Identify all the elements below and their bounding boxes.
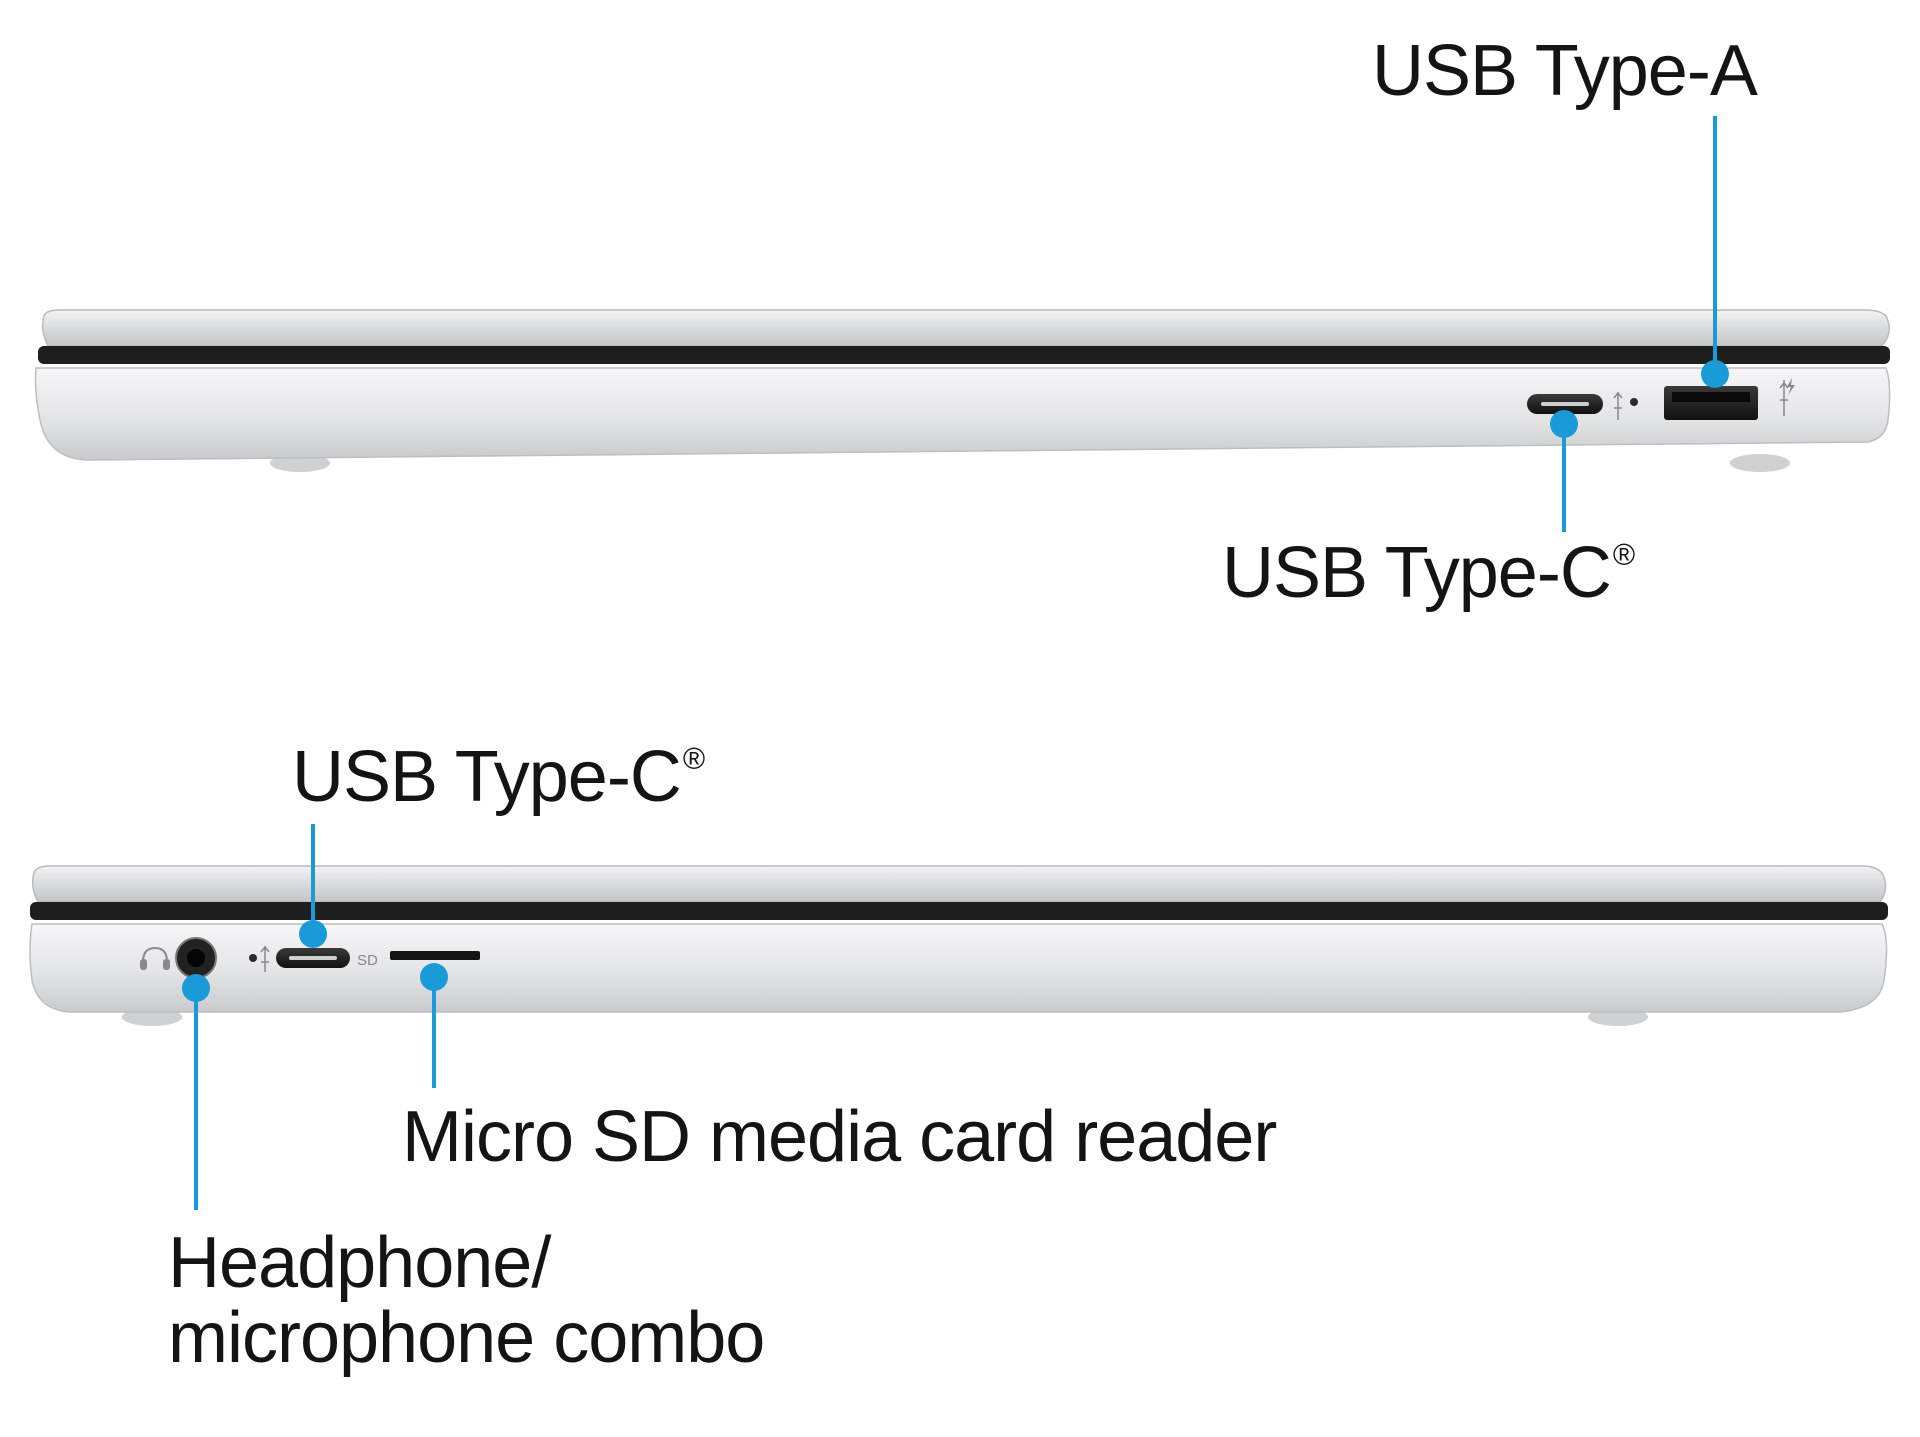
laptop-right-side [34, 309, 1891, 472]
registered-mark: ® [1612, 539, 1636, 573]
callout-micro-sd [420, 963, 448, 1088]
hinge-gap [30, 902, 1888, 920]
registered-mark: ® [682, 743, 706, 777]
usb-superspeed-icon [260, 945, 270, 972]
label-usb-type-c-right: USB Type-C® [1222, 533, 1636, 613]
label-headphone-line2: microphone combo [168, 1297, 765, 1378]
laptop-base [34, 367, 1891, 461]
label-usb-type-c-left: USB Type-C® [292, 737, 706, 817]
micro-sd-slot [390, 951, 480, 960]
usb-superspeed-icon [1613, 391, 1623, 420]
usb-c-port-tongue [289, 956, 337, 960]
sd-port-mark: SD [357, 952, 378, 969]
callout-usb-c-right [1550, 410, 1578, 532]
callout-usb-c-left [299, 824, 327, 948]
charging-bolt-icon [1787, 378, 1795, 395]
laptop-left-side: SD [29, 865, 1888, 1026]
label-micro-sd-reader: Micro SD media card reader [402, 1097, 1277, 1177]
foot [1730, 454, 1790, 472]
label-headphone-combo: Headphone/ microphone combo [168, 1223, 765, 1378]
hinge-gap [38, 346, 1890, 364]
led-indicator-icon [1630, 398, 1638, 406]
laptop-lid [41, 309, 1890, 347]
laptop-base [29, 923, 1888, 1013]
usb-superspeed-icon [1779, 380, 1789, 416]
headphone-icon [140, 946, 170, 970]
audio-jack-hole [187, 949, 205, 967]
usb-c-port-tongue [1541, 402, 1589, 406]
callout-usb-a [1701, 116, 1729, 388]
label-usb-type-a: USB Type-A [1372, 31, 1758, 111]
label-headphone-line1: Headphone/ [168, 1223, 551, 1303]
usb-a-port [1664, 386, 1758, 420]
usb-a-port-tongue [1672, 392, 1750, 402]
led-indicator-icon [249, 954, 257, 962]
laptop-lid [31, 865, 1887, 903]
callout-headphone [182, 974, 210, 1210]
